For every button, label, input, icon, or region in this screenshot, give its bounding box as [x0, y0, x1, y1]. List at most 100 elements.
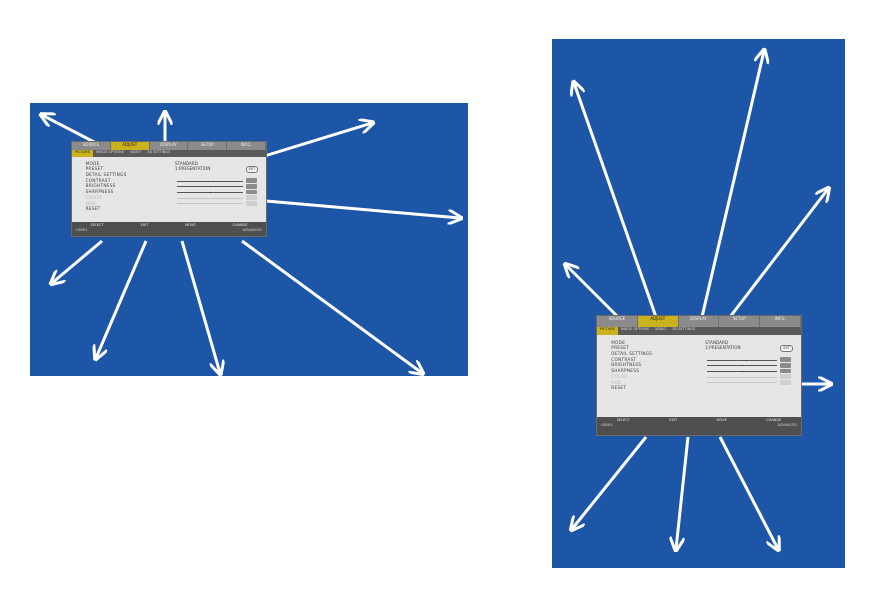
menu-item-reset[interactable]: RESET — [85, 206, 101, 212]
set-button[interactable]: SET — [780, 345, 793, 353]
menu-item-color[interactable]: COLOR — [85, 194, 102, 200]
hint-exit: EXIT — [669, 418, 678, 423]
menu-item-contrast[interactable]: CONTRAST — [85, 177, 111, 183]
slider-handle[interactable] — [745, 359, 747, 361]
input-status: HDMI1 — [76, 227, 88, 232]
tab-info[interactable]: INFO. — [760, 316, 801, 327]
hint-move: MOVE — [185, 222, 196, 227]
level-status: ADVANCED — [242, 227, 262, 232]
slider-track[interactable] — [707, 365, 777, 367]
menu-value-text: STANDARD — [174, 160, 198, 166]
hint-select: SELECT — [90, 222, 104, 227]
slider-track[interactable] — [176, 197, 244, 199]
arrow — [257, 123, 372, 160]
menu-item-sharpness[interactable]: SHARPNESS — [611, 368, 640, 374]
menu-value — [705, 374, 795, 380]
subtab-video[interactable]: VIDEO — [130, 150, 142, 155]
tab-adjust[interactable]: ADJUST — [637, 316, 679, 327]
menu-value — [175, 201, 260, 207]
subtab-image-options[interactable]: IMAGE OPTIONS — [620, 326, 649, 331]
hint-exit: EXIT — [140, 222, 149, 227]
menu-value — [705, 380, 795, 386]
menu-value — [705, 368, 795, 374]
menu-value — [705, 362, 795, 368]
value-box — [779, 380, 792, 385]
arrow — [180, 240, 220, 373]
menu-value-text: 1:PRESENTATION — [705, 345, 741, 351]
menu-item-sharpness[interactable]: SHARPNESS — [85, 189, 114, 195]
value-box — [245, 195, 257, 200]
menu-item-mode[interactable]: MODE — [611, 339, 626, 345]
arrows-left — [30, 103, 468, 376]
menu-value — [175, 195, 260, 201]
arrow — [676, 436, 690, 549]
subtab-3d-settings[interactable]: 3D SETTINGS — [672, 326, 696, 331]
slider-handle[interactable] — [742, 365, 744, 367]
slider-track[interactable] — [176, 191, 244, 193]
slider-handle[interactable] — [213, 180, 215, 182]
value-box — [245, 189, 257, 195]
arrow — [96, 240, 148, 358]
menu-item-contrast[interactable]: CONTRAST — [611, 356, 637, 362]
arrow — [566, 265, 620, 319]
menu-value: 1:PRESENTATION SET — [705, 345, 795, 353]
subtab-image-options[interactable]: IMAGE OPTIONS — [95, 150, 124, 155]
arrows-right — [552, 39, 845, 568]
arrow — [42, 115, 97, 145]
tab-adjust[interactable]: ADJUST — [110, 142, 150, 151]
arrow — [700, 51, 764, 318]
value-box — [245, 201, 257, 206]
arrow — [574, 83, 658, 318]
menu-value — [705, 357, 795, 363]
slider-track[interactable] — [176, 186, 244, 188]
slider-handle[interactable] — [209, 192, 211, 193]
set-button[interactable]: SET — [245, 166, 259, 174]
hint-change: CHANGE — [766, 418, 782, 423]
menu-item-hue[interactable]: HUE — [85, 200, 96, 206]
slider-track[interactable] — [707, 382, 777, 384]
menu-bottom-items: SELECT EXIT MOVE CHANGE — [597, 417, 801, 422]
menu-item-color[interactable]: COLOR — [611, 373, 628, 379]
menu-item-detail-settings[interactable]: DETAIL SETTINGS — [85, 172, 127, 178]
menu-bottom-status: HDMI1 ADVANCED — [72, 227, 266, 232]
slider-handle[interactable] — [209, 186, 211, 188]
menu-item-reset[interactable]: RESET — [611, 385, 627, 391]
tab-display[interactable]: DISPLAY — [150, 142, 189, 151]
slider-track[interactable] — [707, 359, 777, 361]
menu-item-preset[interactable]: PRESET — [611, 345, 630, 351]
subtab-3d-settings[interactable]: 3D SETTINGS — [147, 150, 171, 155]
slider-track[interactable] — [176, 203, 244, 205]
menu-item-mode[interactable]: MODE — [85, 160, 100, 166]
tab-setup[interactable]: SETUP — [188, 142, 228, 151]
menu-item-detail-settings[interactable]: DETAIL SETTINGS — [611, 351, 653, 357]
hint-select: SELECT — [616, 418, 630, 423]
menu-item-hue[interactable]: HUE — [611, 379, 622, 385]
tab-source[interactable]: SOURCE — [72, 142, 111, 151]
tab-source[interactable]: SOURCE — [597, 316, 638, 327]
subtab-picture[interactable]: PICTURE — [72, 150, 93, 158]
slider-track[interactable] — [707, 370, 777, 372]
slider-handle[interactable] — [742, 371, 744, 372]
tab-setup[interactable]: SETUP — [719, 316, 761, 327]
subtab-picture[interactable]: PICTURE — [597, 326, 618, 336]
tab-display[interactable]: DISPLAY — [679, 316, 720, 327]
menu-value: STANDARD — [175, 161, 260, 167]
menu-item-preset[interactable]: PRESET — [85, 166, 104, 172]
hint-move: MOVE — [716, 418, 727, 423]
menu-value — [175, 178, 260, 184]
menu-item-brightness[interactable]: BRIGHTNESS — [85, 183, 116, 189]
arrow — [265, 199, 460, 218]
menu-bottom-status: HDMI1 ADVANCED — [597, 422, 801, 427]
menu-item-brightness[interactable]: BRIGHTNESS — [611, 362, 642, 368]
input-status: HDMI1 — [601, 423, 613, 428]
tab-info[interactable]: INFO. — [227, 142, 266, 151]
subtab-video[interactable]: VIDEO — [655, 326, 667, 331]
slider-track[interactable] — [176, 180, 244, 182]
slider-track[interactable] — [707, 376, 777, 378]
